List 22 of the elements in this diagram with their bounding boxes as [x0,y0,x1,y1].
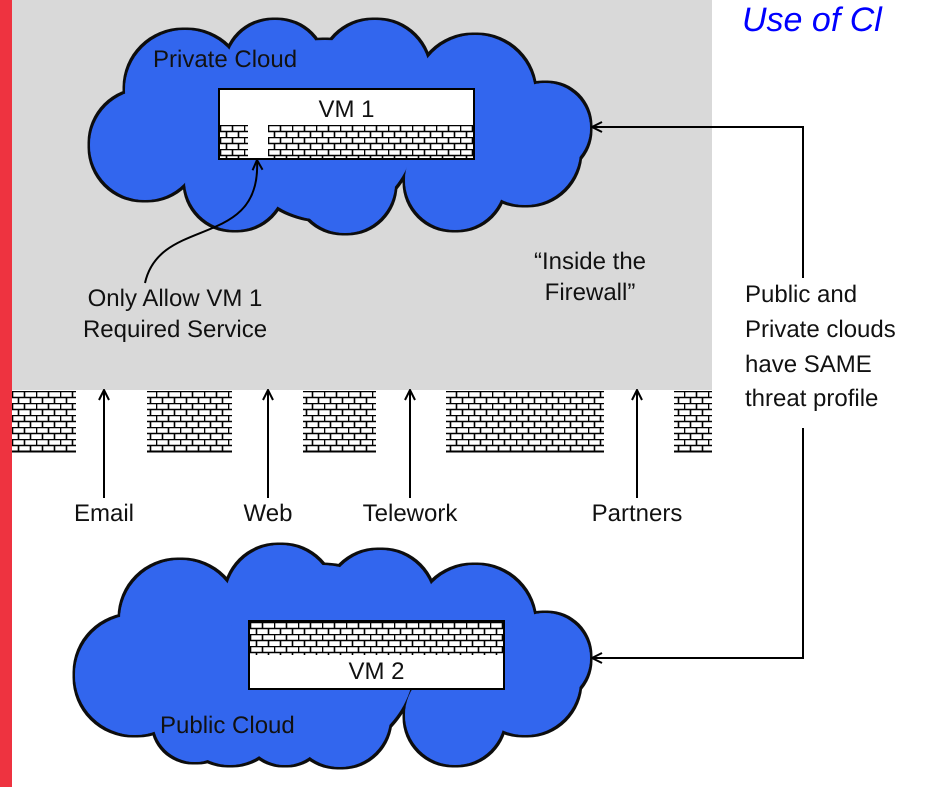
arrow [262,389,274,498]
arrow [98,389,110,498]
note-text: Only Allow VM 1 Required Service [82,284,268,346]
slide-title: Use of Cl [742,2,882,40]
firewall-zone [12,0,712,390]
cloud-label: Private Cloud [153,45,298,75]
arrow [404,389,416,498]
arrow [591,428,804,664]
traffic-label: Web [242,499,294,529]
zone-label: “Inside the Firewall” [532,247,648,308]
server-label: VM 2 [347,657,406,687]
server-box [218,88,475,160]
traffic-label: Telework [362,499,458,529]
arrow [591,121,804,278]
traffic-label: Partners [590,499,684,529]
note-text: Public and Private clouds have SAME threat profile [745,280,897,414]
server-box [248,620,505,690]
traffic-label: Email [72,499,135,529]
arrow [144,159,263,284]
cloud-label: Public Cloud [160,711,296,741]
server-label: VM 1 [317,95,376,125]
arrow [631,389,643,498]
